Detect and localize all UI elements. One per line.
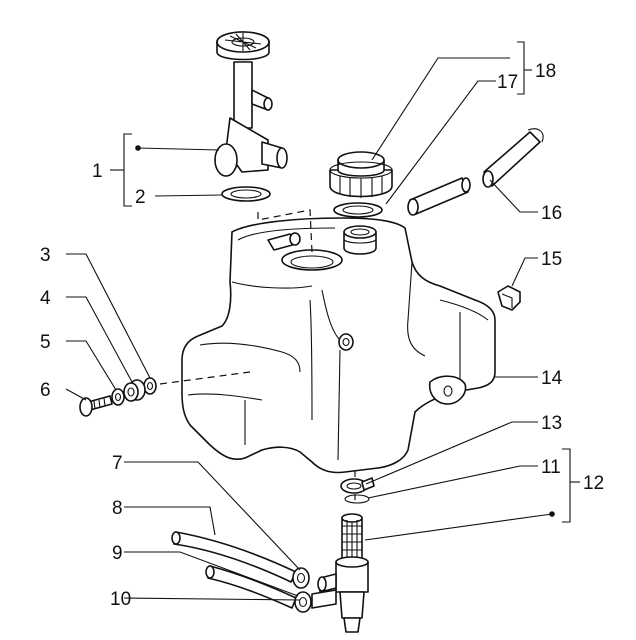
callout-8: 8	[112, 498, 123, 519]
fuel-hose-8	[171, 531, 297, 583]
cap-gasket	[333, 202, 383, 218]
assembly-line-gauge	[257, 209, 313, 253]
fuel-tank	[181, 217, 496, 474]
clip	[497, 285, 521, 311]
leader-lines	[65, 41, 580, 601]
fuel-cap	[329, 151, 393, 198]
retaining-clip-11	[344, 494, 370, 504]
fuel-gauge-sender	[214, 31, 288, 177]
fixing-washer-3	[143, 377, 157, 395]
callout-13: 13	[541, 413, 562, 434]
hose-clamp-13	[340, 477, 375, 494]
spacer-washer-5	[111, 388, 125, 406]
rubber-grommet-4	[123, 379, 146, 402]
callout-2: 2	[135, 187, 146, 208]
callout-4: 4	[40, 288, 51, 309]
callout-1: 1	[92, 161, 103, 182]
callout-11: 11	[541, 457, 561, 478]
callout-12: 12	[583, 473, 604, 494]
screw-6	[79, 395, 113, 417]
breather-hose	[407, 128, 544, 216]
assembly-line-fixing	[159, 371, 251, 385]
fuel-tap	[311, 513, 369, 633]
callout-15: 15	[541, 249, 562, 270]
gauge-gasket	[221, 186, 271, 202]
callout-17: 17	[497, 72, 518, 93]
callout-3: 3	[40, 245, 51, 266]
callout-7: 7	[112, 453, 123, 474]
callout-18: 18	[535, 61, 556, 82]
callout-16: 16	[541, 203, 562, 224]
callout-6: 6	[40, 380, 51, 401]
callout-14: 14	[541, 368, 563, 389]
fuel-hose-9	[205, 565, 297, 609]
hose-clamp-10	[294, 591, 312, 613]
callout-labels: 1 2 3 4 5 6 7 8 9 10 11 12 13 14 15 16 1…	[40, 61, 604, 610]
callout-5: 5	[40, 332, 51, 353]
callout-10: 10	[110, 589, 131, 610]
callout-9: 9	[112, 543, 123, 564]
hose-clamp-7	[292, 567, 310, 589]
